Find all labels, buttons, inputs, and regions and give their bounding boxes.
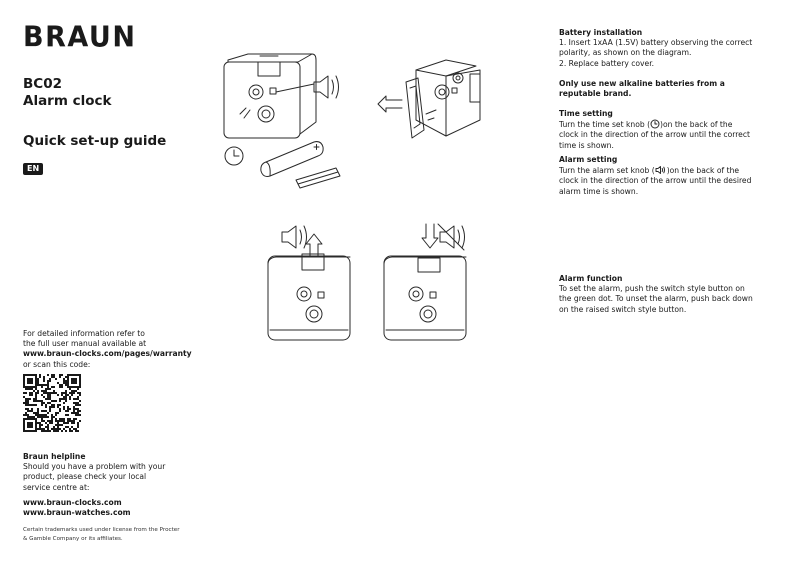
arrow-icon — [305, 233, 323, 257]
guide-title: Quick set-up guide — [23, 133, 167, 149]
clock-back — [223, 61, 301, 139]
clocks-link[interactable]: www.braun-clocks.com — [23, 498, 122, 507]
clock-back — [267, 255, 351, 341]
warranty-link[interactable]: www.braun-clocks.com/pages/warranty — [23, 349, 192, 359]
battery-note: Only use new alkaline batteries from a r… — [559, 78, 725, 99]
info-line-1: For detailed information refer to — [23, 329, 145, 338]
arrow-icon — [421, 223, 439, 249]
battery-cover — [405, 77, 425, 139]
alarm-off-diagram — [383, 223, 467, 341]
time-setting-text: Turn the time set knob ()on the back of … — [559, 119, 750, 150]
legal-notice: Certain trademarks used under license fr… — [23, 527, 180, 542]
manual-info: For detailed information refer to the fu… — [23, 329, 198, 370]
clock-icon — [224, 146, 244, 166]
alarm-switch — [417, 257, 441, 273]
clock-icon — [650, 119, 660, 129]
arrow-icon — [377, 95, 403, 113]
info-line-3: or scan this code: — [23, 359, 91, 369]
battery-diagram — [223, 53, 341, 189]
time-setting-title: Time setting — [559, 109, 613, 118]
battery-step-2: 2. Replace battery cover. — [559, 58, 655, 68]
brand-logo: BRAUN — [23, 21, 137, 54]
alarm-on-diagram — [267, 225, 351, 341]
helpline-title: Braun helpline — [23, 452, 86, 461]
battery-cover — [295, 167, 339, 185]
helpline-text: Should you have a problem with your prod… — [23, 462, 166, 492]
clock-front — [445, 69, 481, 137]
battery-icon — [260, 141, 324, 177]
alarm-function-section: Alarm function To set the alarm, push th… — [559, 274, 754, 315]
alarm-switch — [257, 61, 281, 77]
alarm-function-title: Alarm function — [559, 274, 623, 283]
product-name: Alarm clock — [23, 93, 112, 109]
helpline: Braun helpline Should you have a problem… — [23, 452, 173, 493]
alarm-setting-title: Alarm setting — [559, 155, 618, 164]
battery-step-1: 1. Insert 1xAA (1.5V) battery observing … — [559, 38, 753, 58]
speaker-icon — [655, 166, 665, 175]
info-line-2: the full user manual available at — [23, 339, 147, 349]
alarm-setting-text: Turn the alarm set knob ()on the back of… — [559, 166, 752, 196]
alarm-switch — [301, 253, 325, 271]
alarm-function-text: To set the alarm, push the switch style … — [559, 284, 753, 314]
speaker-muted-icon — [437, 223, 465, 251]
qr-code[interactable] — [23, 374, 81, 432]
speaker-icon — [281, 225, 307, 249]
website-links: www.braun-clocks.com www.braun-watches.c… — [23, 498, 193, 518]
product-heading: BC02 Alarm clock — [23, 76, 112, 110]
clock-side — [299, 53, 317, 135]
alarm-setting-section: Alarm setting Turn the alarm set knob ()… — [559, 155, 754, 197]
battery-section: Battery installation 1. Insert 1xAA (1.5… — [559, 28, 754, 99]
battery-title: Battery installation — [559, 28, 643, 37]
clock-back — [383, 255, 467, 341]
time-setting-section: Time setting Turn the time set knob ()on… — [559, 109, 754, 151]
language-badge: EN — [23, 163, 44, 175]
clock-top-face — [227, 53, 313, 63]
cover-diagram — [377, 59, 481, 139]
time-knob — [248, 84, 264, 100]
model-number: BC02 — [23, 76, 62, 92]
watches-link[interactable]: www.braun-watches.com — [23, 508, 131, 518]
speaker-icon — [313, 75, 339, 99]
alarm-knob — [257, 105, 275, 123]
